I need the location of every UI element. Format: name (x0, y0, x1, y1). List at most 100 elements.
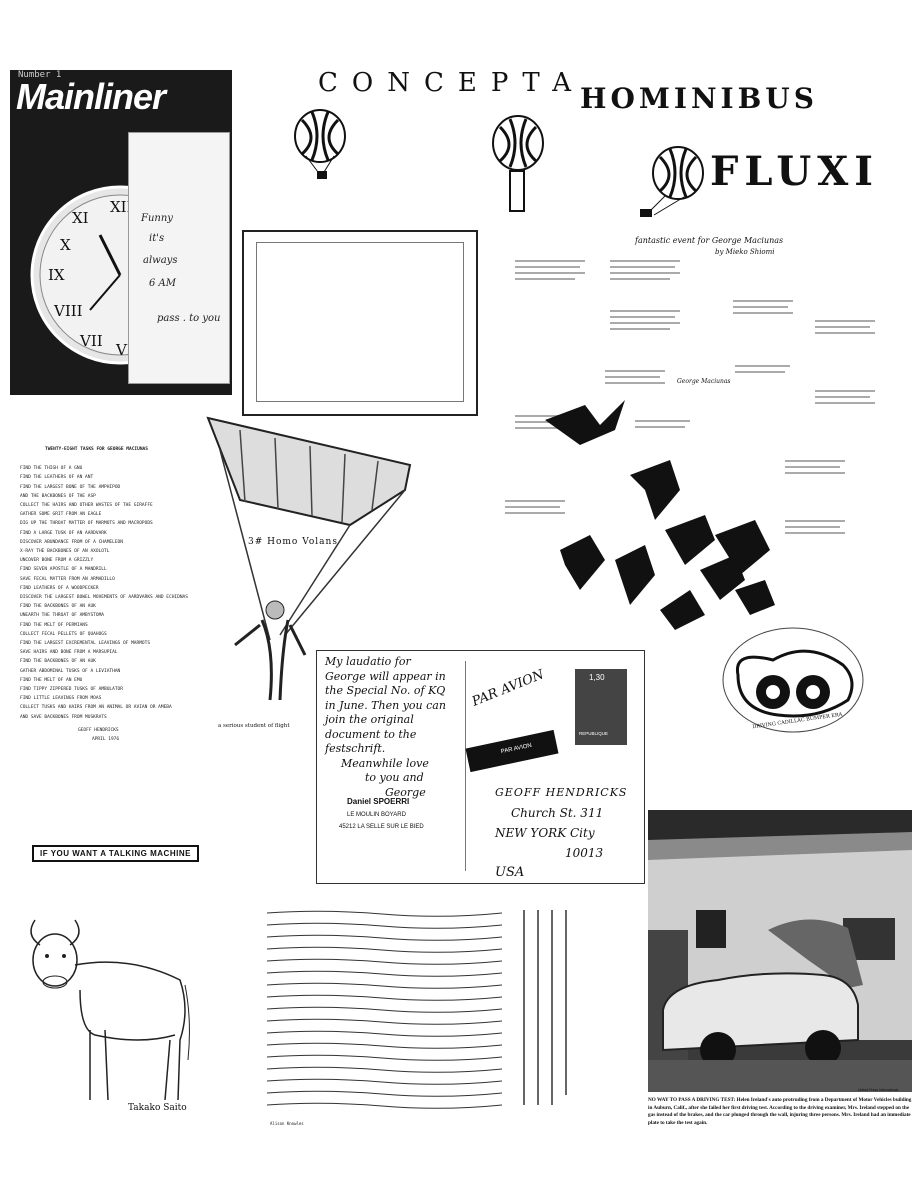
task-line: X-RAY THE BACKBONES OF AN AXOLOTL (20, 549, 110, 555)
manuscript-credit: Alison Knowles (270, 1121, 304, 1126)
issue-label: Number 1 (18, 70, 62, 80)
note-line: pass . to you (157, 313, 221, 324)
sticker-label: PAR AVION (500, 742, 533, 756)
task-line: AND SAVE BACKBONES FROM MUSKRATS (20, 714, 107, 720)
task-line: FIND THE MELT OF PERMIANS (20, 622, 88, 628)
cow-drawing (30, 919, 190, 1101)
task-line: UNCOVER BONE FROM A GRIZZLY (20, 558, 94, 564)
score-title: fantastic event for George Maciunas (635, 236, 784, 245)
note-line: Funny (141, 213, 173, 224)
address-line: USA (495, 865, 525, 880)
address-line: Church St. 311 (511, 806, 604, 820)
takako-signature: Takako Saito (128, 1103, 187, 1113)
message-line: document to the (325, 727, 417, 741)
sender-address: 45212 LA SELLE SUR LE BIED (339, 824, 424, 830)
stamp-country: REPUBLIQUE (579, 731, 609, 736)
address-line: 10013 (565, 846, 604, 860)
task-line: DISCOVER ABUNDANCE FROM OF A CHAMELEON (20, 539, 123, 545)
message-line: to you and (365, 771, 424, 784)
task-line: SAVE FECAL MATTER FROM AN ARMADILLO (20, 576, 115, 582)
tasks-list: TWENTY-EIGHT TASKS FOR GEORGE MACIUNAS F… (20, 445, 230, 744)
manuscript-scribbles (266, 910, 567, 1109)
task-line: GATHER SOME GRIT FROM AN EAGLE (20, 512, 102, 518)
sender-address: LE MOULIN BOYARD (347, 812, 406, 818)
talking-machine-label: IF YOU WANT A TALKING MACHINE (32, 845, 199, 862)
tasks-date: APRIL 1976 (92, 737, 120, 743)
blank-card-inner (256, 242, 464, 402)
message-line: the Special No. of KQ (325, 684, 446, 697)
task-line: FIND THE BACKBONES OF AN AUK (20, 604, 96, 610)
svg-text:VIII: VIII (53, 302, 83, 320)
postage-stamp: 1,30 REPUBLIQUE (575, 669, 627, 745)
par-avion-handwritten: PAR AVION (469, 667, 547, 710)
hot-air-balloon-icon (640, 146, 704, 217)
title-word-fluxi: FLUXI (710, 148, 879, 195)
address-line: GEOFF HENDRICKS (495, 786, 628, 799)
hot-air-balloon-icon (492, 115, 544, 212)
car-crash-photo (648, 810, 912, 1092)
stamp-value: 1,30 (589, 673, 605, 682)
fantastic-event-score: fantastic event for George Maciunas by M… (505, 230, 905, 630)
postcard-message: My laudatio for George will appear in th… (325, 655, 475, 800)
svg-text:VII: VII (79, 332, 103, 350)
title-word-hominibus: HOMINIBUS (580, 82, 818, 115)
message-line: Meanwhile love (341, 756, 429, 770)
task-line: DISCOVER THE LARGEST BOWEL MOVEMENTS OF … (20, 595, 188, 601)
task-line: AND THE BACKBONES OF THE ASP (20, 493, 96, 499)
message-line: My laudatio for (325, 655, 411, 668)
address-line: NEW YORK City (495, 826, 595, 840)
task-line: SAVE HAIRS AND BONE FROM A MARSUPIAL (20, 650, 118, 656)
score-byline: by Mieko Shiomi (715, 248, 775, 256)
task-line: FIND SEVEN APOSTLE OF A MANDRILL (20, 567, 107, 573)
svg-text:XII: XII (110, 198, 133, 216)
task-line: FIND A LARGE TUSK OF AN AARDVARK (20, 530, 107, 536)
parachute-illustration (206, 416, 412, 701)
circular-stamp-illustration (722, 627, 864, 733)
air-mail-sticker: PAR AVION (465, 729, 559, 773)
handwritten-note: Funny it's always 6 AM pass . to you (128, 132, 230, 384)
task-line: COLLECT FECAL PELLETS OF QUAHOGS (20, 631, 107, 637)
task-line: FIND LITTLE LEAVINGS FROM MOAS (20, 696, 102, 702)
handwritten-manuscript: Alison Knowles (262, 905, 592, 1130)
task-line: FIND THE THIGH OF A GNU (20, 466, 83, 472)
message-line: George (385, 785, 426, 799)
message-line: join the original (325, 713, 414, 726)
magazine-title: Mainliner (16, 76, 166, 117)
photo-credit: United Press International (858, 1088, 899, 1092)
svg-text:XI: XI (72, 209, 89, 227)
news-photo (648, 810, 912, 1092)
message-line: in June. Then you can (325, 698, 446, 712)
score-caption-george: George Maciunas (677, 378, 731, 385)
note-line: it's (149, 233, 165, 244)
sender-name: Daniel SPOERRI (347, 797, 410, 806)
svg-text:IX: IX (48, 266, 65, 284)
postcard-divider (465, 661, 466, 871)
task-line: FIND THE LEATHERS OF AN ANT (20, 475, 94, 481)
svg-text:X: X (60, 236, 71, 254)
task-line: FIND THE MELT OF AN EMU (20, 677, 83, 683)
parachute-caption: a serious student of flight (218, 723, 290, 729)
task-line: FIND THE LARGEST BONE OF THE AMPHIPOD (20, 484, 121, 490)
score-illustrations (505, 260, 875, 630)
news-caption: NO WAY TO PASS A DRIVING TEST: Helen Ire… (648, 1097, 912, 1126)
hot-air-balloon-icon (294, 109, 346, 179)
task-line: FIND THE BACKBONES OF AN AUK (20, 659, 96, 665)
blank-card (242, 230, 478, 416)
note-line: always (143, 255, 178, 266)
task-line: UNEARTH THE THROAT OF AMBYSTOMA (20, 613, 104, 619)
task-line: FIND THE LARGEST EXCREMENTAL LEAVINGS OF… (20, 641, 151, 647)
task-line: DIG UP THE THROAT MATTER OF MARMOTS AND … (20, 521, 153, 527)
task-line: FIND TIPPY ZIPPERED TUSKS OF AMBULATOR (20, 687, 123, 693)
task-line: COLLECT TUSKS AND HAIRS FROM AN ANIMAL O… (20, 705, 172, 711)
message-line: festschrift. (325, 742, 386, 755)
task-line: COLLECT THE HAIRS AND OTHER WASTES OF TH… (20, 503, 153, 509)
message-line: George will appear in (325, 669, 446, 683)
tasks-signature: GEOFF HENDRICKS (78, 727, 119, 733)
note-line: 6 AM (149, 278, 177, 289)
parachute-label: 3# Homo Volans (248, 537, 338, 547)
task-line: FIND LEATHERS OF A WOODPECKER (20, 585, 99, 591)
recipient-address: GEOFF HENDRICKS Church St. 311 NEW YORK … (495, 783, 627, 883)
tasks-title: TWENTY-EIGHT TASKS FOR GEORGE MACIUNAS (45, 447, 148, 452)
title-word-concepta: CONCEPTA (318, 68, 586, 98)
